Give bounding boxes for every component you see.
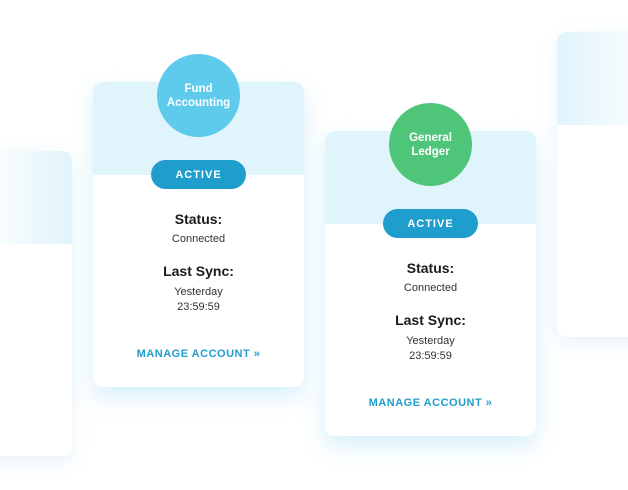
account-icon-circle: Fund Accounting	[157, 54, 240, 137]
status-badge: ACTIVE	[383, 209, 478, 238]
faded-account-card-right	[557, 32, 628, 337]
last-sync-day: Yesterday	[174, 286, 223, 298]
account-card-fund-accounting: Fund Accounting ACTIVE Status: Connected…	[93, 54, 304, 387]
account-title-line-2: Accounting	[166, 96, 231, 109]
faded-account-card-left	[0, 151, 72, 456]
last-sync-time: 23:59:59	[409, 350, 452, 362]
faded-card-header	[0, 151, 72, 244]
last-sync-value: Yesterday 23:59:59	[325, 334, 536, 364]
status-value: Connected	[403, 282, 458, 294]
status-value: Connected	[171, 233, 226, 245]
manage-account-link[interactable]: MANAGE ACCOUNT »	[368, 397, 493, 409]
last-sync-label: Last Sync:	[395, 312, 466, 328]
account-title-line-2: Ledger	[411, 145, 450, 158]
status-badge: ACTIVE	[151, 160, 246, 189]
last-sync-time: 23:59:59	[177, 301, 220, 313]
account-card-general-ledger: General Ledger ACTIVE Status: Connected …	[325, 103, 536, 436]
faded-card-header	[557, 32, 628, 125]
status-label: Status:	[174, 211, 223, 227]
last-sync-value: Yesterday 23:59:59	[93, 285, 304, 315]
account-title-line-1: General	[409, 131, 452, 144]
last-sync-label: Last Sync:	[163, 263, 234, 279]
account-icon-circle: General Ledger	[389, 103, 472, 186]
status-label: Status:	[406, 260, 455, 276]
last-sync-day: Yesterday	[406, 335, 455, 347]
manage-account-link[interactable]: MANAGE ACCOUNT »	[136, 348, 261, 360]
account-title-line-1: Fund	[184, 82, 213, 95]
